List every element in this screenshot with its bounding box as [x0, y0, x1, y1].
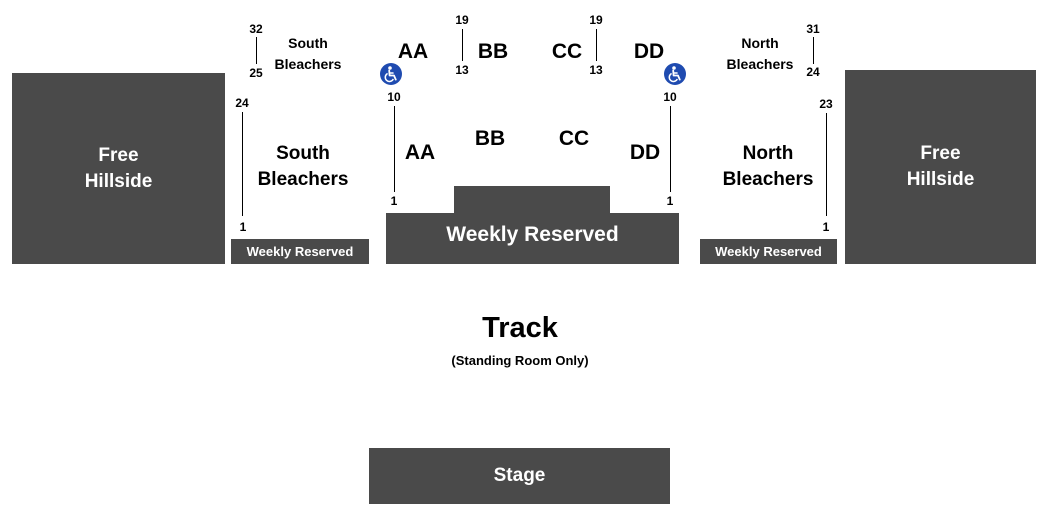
- wheelchair-icon: [380, 63, 402, 85]
- aa-lower-row-top: 10: [387, 90, 401, 104]
- free-hillside-left-label: Free Hillside: [84, 144, 153, 192]
- weekly-reserved-left-label: Weekly Reserved: [246, 244, 354, 259]
- aa-lower-row-line: [394, 106, 395, 192]
- south-upper-row-line: [256, 37, 257, 64]
- free-hillside-right[interactable]: Free Hillside: [845, 70, 1036, 264]
- section-aa-lower[interactable]: AA: [404, 141, 436, 164]
- section-dd-lower[interactable]: DD: [629, 141, 661, 164]
- section-cc-upper[interactable]: CC: [551, 40, 583, 63]
- dd-lower-row-line: [670, 106, 671, 192]
- weekly-reserved-center-label: Weekly Reserved: [446, 222, 619, 246]
- bb-upper-row-bottom: 13: [455, 63, 469, 77]
- dd-lower-row-bottom: 1: [666, 194, 674, 208]
- cc-upper-row-line: [596, 29, 597, 61]
- cc-upper-row-top: 19: [589, 13, 603, 27]
- south-lower-bleachers-label[interactable]: South Bleachers: [257, 143, 349, 190]
- section-dd-upper[interactable]: DD: [633, 40, 665, 63]
- south-upper-row-bottom: 25: [249, 66, 263, 80]
- section-cc-lower[interactable]: CC: [558, 127, 590, 150]
- north-upper-row-line: [813, 37, 814, 64]
- south-lower-row-line: [242, 112, 243, 216]
- weekly-reserved-right[interactable]: Weekly Reserved: [700, 239, 837, 264]
- weekly-reserved-right-label: Weekly Reserved: [715, 244, 822, 259]
- north-upper-row-top: 31: [806, 22, 820, 36]
- north-lower-row-top: 23: [819, 97, 833, 111]
- cc-upper-row-bottom: 13: [589, 63, 603, 77]
- north-lower-row-line: [826, 113, 827, 216]
- section-bb-upper[interactable]: BB: [477, 40, 509, 63]
- free-hillside-right-label: Free Hillside: [906, 143, 975, 190]
- section-bb-lower[interactable]: BB: [474, 127, 506, 150]
- free-hillside-left[interactable]: Free Hillside: [12, 73, 225, 264]
- north-upper-row-bottom: 24: [806, 65, 820, 79]
- stage-label: Stage: [493, 465, 546, 486]
- south-lower-row-bottom: 1: [239, 220, 247, 234]
- south-upper-row-top: 32: [249, 22, 263, 36]
- track-title[interactable]: Track: [482, 312, 558, 344]
- north-upper-bleachers-label[interactable]: North Bleachers: [726, 35, 794, 72]
- north-lower-row-bottom: 1: [822, 220, 830, 234]
- stage[interactable]: Stage: [369, 448, 670, 504]
- weekly-reserved-center[interactable]: Weekly Reserved: [386, 213, 679, 264]
- south-lower-row-top: 24: [235, 96, 249, 110]
- south-upper-bleachers-label[interactable]: South Bleachers: [274, 35, 342, 72]
- wheelchair-icon: [664, 63, 686, 85]
- weekly-reserved-left[interactable]: Weekly Reserved: [231, 239, 369, 264]
- weekly-reserved-center-top[interactable]: [454, 186, 610, 214]
- bb-upper-row-top: 19: [455, 13, 469, 27]
- aa-lower-row-bottom: 1: [390, 194, 398, 208]
- north-lower-bleachers-label[interactable]: North Bleachers: [722, 143, 814, 190]
- track-subtitle: (Standing Room Only): [451, 353, 589, 368]
- dd-lower-row-top: 10: [663, 90, 677, 104]
- section-aa-upper[interactable]: AA: [397, 40, 429, 63]
- bb-upper-row-line: [462, 29, 463, 61]
